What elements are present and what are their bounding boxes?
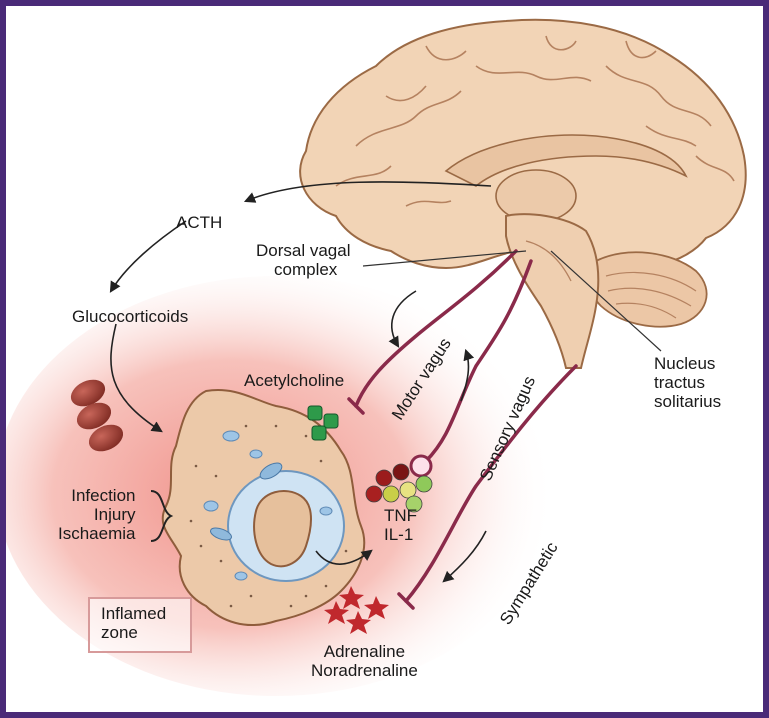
- label-acetylcholine: Acetylcholine: [244, 371, 345, 390]
- motor-vagus-nerve: [354, 249, 518, 408]
- acetylcholine-molecules: [307, 405, 339, 441]
- arrow-acth-to-gluco: [109, 220, 187, 293]
- immune-cell: [161, 389, 366, 626]
- sympathetic-nerve: [404, 364, 578, 603]
- inflamed-zone-box: [88, 597, 192, 653]
- arrows: [109, 181, 492, 583]
- sensory-vagus-terminal: [409, 454, 433, 478]
- leader-dorsal-vagal: [362, 250, 527, 267]
- cytokine-molecules: [365, 463, 433, 513]
- label-triggers: Infection Injury Ischaemia: [58, 486, 136, 543]
- label-dorsal-vagal-complex: Dorsal vagal complex: [256, 241, 351, 279]
- label-cytokines: TNF IL-1: [384, 506, 418, 544]
- arrow-sympathetic: [442, 530, 487, 583]
- label-inflamed-zone: Inflamed zone: [101, 604, 167, 642]
- nerves: [354, 249, 578, 603]
- adrenaline-molecules: [324, 586, 389, 634]
- arrow-motor-vagus: [388, 290, 417, 348]
- leader-nucleus: [550, 250, 662, 352]
- cell-nucleus: [253, 490, 312, 568]
- brain: [299, 18, 747, 369]
- corpus-callosum: [444, 134, 688, 187]
- label-nucleus-tractus-solitarius: Nucleus tractus solitarius: [654, 354, 722, 411]
- label-glucocorticoids: Glucocorticoids: [72, 307, 189, 326]
- arrow-gluco-to-cell: [110, 323, 163, 433]
- diagram-canvas: [6, 18, 747, 696]
- brainstem: [505, 213, 600, 369]
- red-blood-cells: [70, 379, 124, 452]
- diagram-frame: ACTH Glucocorticoids Dorsal vagal comple…: [6, 6, 763, 712]
- bracket: [150, 490, 174, 542]
- brain-gyri: [335, 35, 735, 207]
- arrow-cell-to-cytokines: [315, 549, 373, 565]
- label-catecholamines: Adrenaline Noradrenaline: [311, 642, 418, 680]
- sympathetic-terminal: [397, 592, 415, 610]
- sensory-vagus-nerve: [424, 259, 533, 463]
- arrow-sensory-vagus: [460, 348, 475, 402]
- arrow-brain-to-acth: [243, 181, 492, 203]
- label-acth: ACTH: [176, 213, 223, 232]
- motor-vagus-terminal: [347, 397, 365, 415]
